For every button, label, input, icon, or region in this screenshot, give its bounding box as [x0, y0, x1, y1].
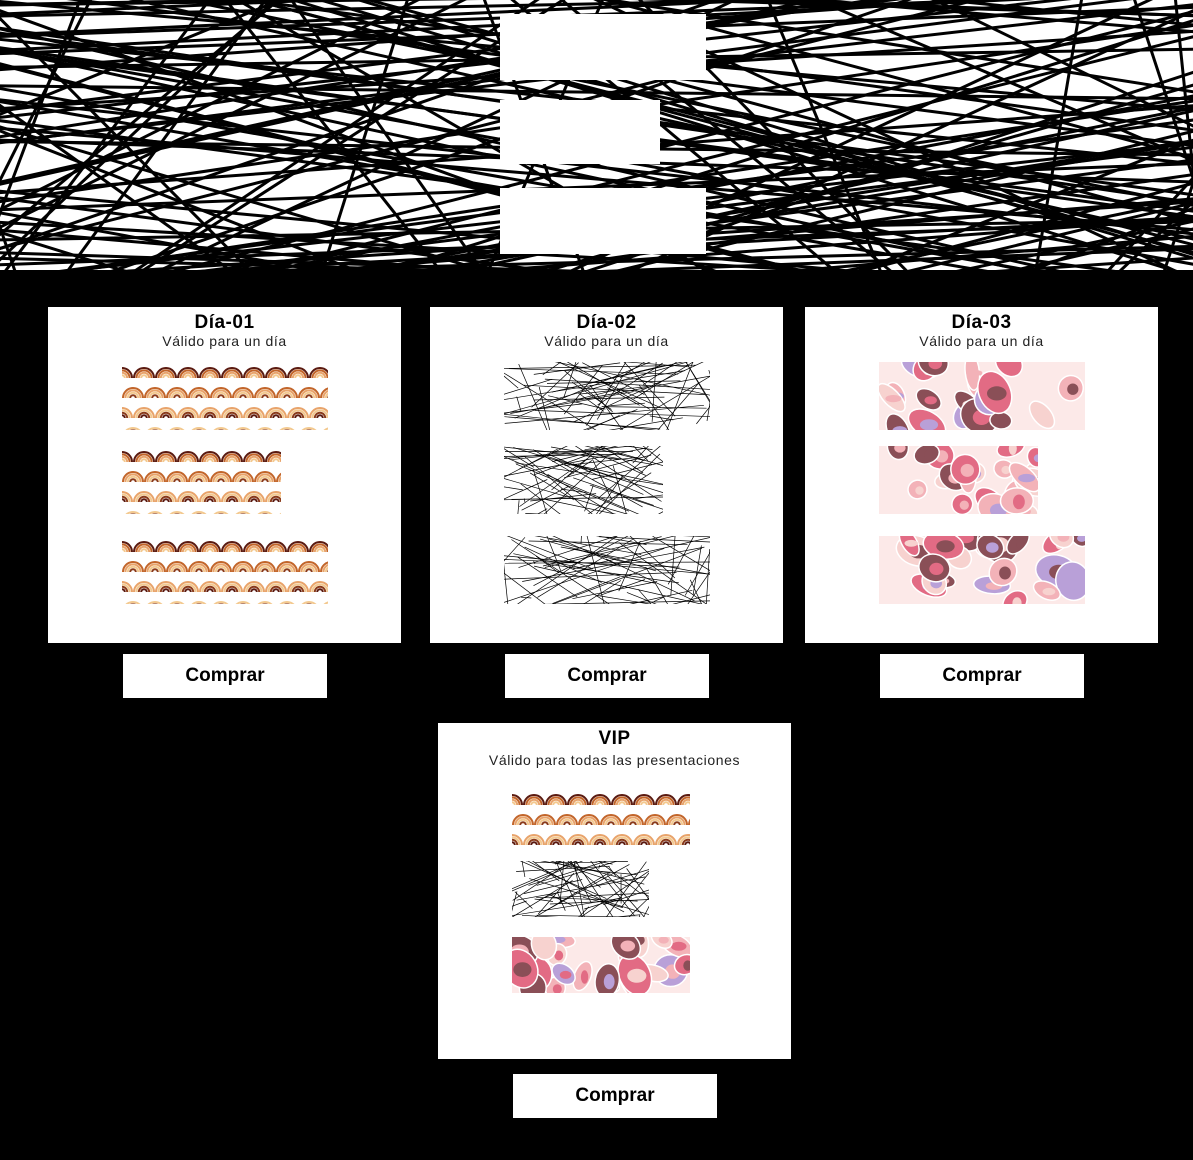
pattern-swatch: [512, 789, 690, 845]
pattern-swatch: [512, 861, 649, 917]
lines-pattern: [512, 861, 649, 917]
hero-banner: [0, 0, 1193, 270]
buy-button-vip[interactable]: Comprar: [513, 1074, 717, 1118]
arches-pattern: [122, 362, 328, 430]
ticket-card-dia-01: Día-01 Válido para un día: [48, 307, 401, 643]
ticket-card-dia-03: Día-03 Válido para un día: [805, 307, 1158, 643]
ticket-card-vip: VIP Válido para todas las presentaciones: [438, 723, 791, 1059]
card-title: Día-01: [194, 312, 255, 333]
lines-pattern: [504, 446, 663, 514]
pattern-swatch: [879, 362, 1085, 430]
card-subtitle: Válido para todas las presentaciones: [488, 752, 741, 768]
card-subtitle: Válido para un día: [919, 333, 1044, 349]
pattern-swatch: [512, 937, 690, 993]
buy-button-dia-01[interactable]: Comprar: [123, 654, 327, 698]
pattern-swatch: [879, 446, 1038, 514]
buy-button-dia-02[interactable]: Comprar: [505, 654, 709, 698]
logo-block-middle: [500, 100, 660, 164]
pattern-swatch: [504, 446, 663, 514]
pattern-swatch: [504, 362, 710, 430]
lines-pattern: [504, 362, 710, 430]
blobs-pattern: [512, 937, 690, 993]
card-title: Día-03: [951, 312, 1012, 333]
blobs-pattern: [879, 362, 1085, 430]
pattern-swatch: [122, 362, 328, 430]
arches-pattern: [122, 446, 281, 514]
pattern-swatch: [504, 536, 710, 604]
buy-button-dia-03[interactable]: Comprar: [880, 654, 1084, 698]
lines-pattern: [504, 536, 710, 604]
pattern-swatch: [122, 446, 281, 514]
pattern-swatch: [122, 536, 328, 604]
card-subtitle: Válido para un día: [544, 333, 669, 349]
pattern-swatch: [879, 536, 1085, 604]
arches-pattern: [122, 536, 328, 604]
logo-block-top: [500, 14, 706, 80]
ticket-card-dia-02: Día-02 Válido para un día: [430, 307, 783, 643]
arches-pattern: [512, 789, 690, 845]
blobs-pattern: [879, 446, 1038, 514]
blobs-pattern: [879, 536, 1085, 604]
card-title: VIP: [598, 728, 631, 749]
logo-block-bottom: [500, 188, 706, 254]
card-title: Día-02: [576, 312, 637, 333]
card-subtitle: Válido para un día: [162, 333, 287, 349]
